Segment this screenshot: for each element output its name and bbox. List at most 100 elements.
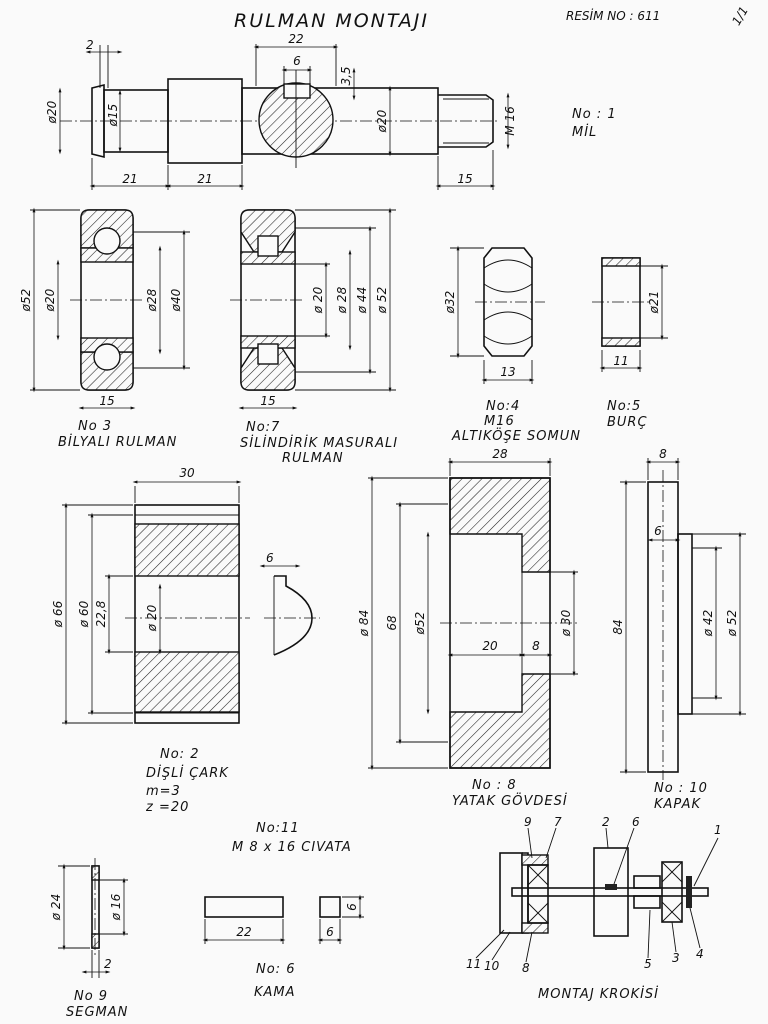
part-6-name: KAMA: [254, 985, 296, 1000]
assembly-title: MONTAJ KROKİSİ: [538, 986, 659, 1002]
dim-d20: ø 20: [311, 286, 325, 314]
dim-d52: ø 52: [375, 287, 389, 314]
dim-d40: ø40: [169, 288, 183, 312]
part-4-hex-nut: ø32 13 No:4 M16 ALTIKÖŞE SOMUN: [443, 245, 581, 444]
dim-d20: ø20: [43, 288, 57, 312]
dim-6-w: 6: [326, 925, 334, 939]
part-7-roller-bearing: ø 20 ø 28 ø 44 ø 52 15 No:7 SİLİNDİRİK M…: [230, 207, 398, 466]
part-5-number: No:5: [607, 399, 641, 414]
part-11-name: M 8 x 16 CIVATA: [232, 840, 352, 855]
part-3-name: BİLYALI RULMAN: [58, 434, 177, 450]
dim-22: 22: [288, 32, 303, 46]
dim-30: 30: [179, 466, 195, 480]
part-4-number: No:4: [486, 399, 520, 414]
sheet-number: RESİM NO : 611: [566, 8, 660, 23]
dim-21-a: 21: [122, 172, 137, 186]
dim-20: 20: [482, 639, 498, 653]
dim-d44: ø 44: [355, 287, 369, 314]
dim-15: 15: [99, 394, 114, 408]
part-2-teeth: z =20: [145, 800, 189, 815]
dim-d52: ø52: [19, 289, 33, 313]
dim-d30: ø 30: [559, 609, 573, 637]
dim-21-b: 21: [197, 172, 212, 186]
dim-8: 8: [532, 639, 540, 653]
dim-d42: ø 42: [701, 610, 715, 637]
part-2-module: m=3: [146, 784, 181, 799]
dim-6-h: 6: [345, 903, 359, 911]
dim-d66: ø 66: [51, 600, 65, 628]
dim-13: 13: [500, 365, 515, 379]
part-1-number: No : 1: [572, 107, 617, 122]
dim-d32: ø32: [443, 291, 457, 315]
dim-d52: ø52: [413, 612, 427, 636]
callout-2: 2: [602, 815, 610, 829]
callout-4: 4: [696, 947, 704, 961]
part-6-number: No: 6: [256, 962, 295, 977]
dim-22-8: 22,8: [94, 600, 108, 627]
part-9-retaining-ring: ø 24 ø 16 2 No 9 SEGMAN: [49, 858, 128, 1020]
dim-d16: ø 16: [109, 893, 123, 921]
dim-d20: ø 20: [145, 604, 159, 632]
part-5-name: BURÇ: [607, 415, 648, 430]
dim-15: 15: [457, 172, 472, 186]
dim-15: 15: [260, 394, 275, 408]
dim-d28: ø 28: [335, 286, 349, 314]
part-5-bushing: ø21 11 No:5 BURÇ: [592, 257, 668, 430]
callout-6: 6: [632, 815, 640, 829]
callout-5: 5: [644, 957, 652, 971]
part-4-spec: M16: [484, 414, 515, 429]
part-1-name: MİL: [572, 124, 597, 140]
part-6-key: 22 6 6 No: 6 KAMA: [202, 894, 364, 1000]
corner-mark: 1/1: [729, 4, 751, 28]
part-3-ball-bearing: ø52 ø20 ø28 ø40 15 No 3 BİLYALI RULMAN: [19, 207, 190, 450]
dim-d24: ø 24: [49, 894, 63, 921]
dim-2: 2: [104, 957, 112, 971]
part-2-name: DİŞLİ ÇARK: [146, 765, 229, 781]
callout-10: 10: [484, 959, 500, 973]
part-8-name: YATAK GÖVDESİ: [452, 792, 568, 809]
dim-22: 22: [236, 925, 251, 939]
part-8-number: No : 8: [472, 778, 517, 793]
dim-3-5: 3,5: [339, 66, 353, 85]
dim-6: 6: [654, 524, 662, 538]
dim-d52: ø 52: [725, 610, 739, 637]
part-7-number: No:7: [246, 420, 280, 435]
part-2-number: No: 2: [160, 747, 199, 762]
part-10-number: No : 10: [654, 781, 708, 796]
part-4-name: ALTIKÖŞE SOMUN: [451, 427, 581, 444]
callout-11: 11: [466, 957, 481, 971]
dim-d21: ø21: [647, 291, 661, 315]
part-10-cover: 8 6 84 ø 42 ø 52 No : 10 KAPAK: [611, 447, 746, 812]
dim-d60: ø 60: [77, 600, 91, 628]
dim-68: 68: [385, 615, 399, 631]
callout-8: 8: [522, 961, 530, 975]
assembly-sketch: 9 7 2 6 1 11 10 8 5 3 4 MONTAJ KROKİSİ: [466, 815, 722, 1002]
dim-keyway-6: 6: [266, 551, 274, 565]
callout-3: 3: [672, 951, 680, 965]
dim-28: 28: [492, 447, 508, 461]
dim-84: 84: [611, 619, 625, 634]
dim-d28: ø28: [145, 288, 159, 312]
part-7-name-2: RULMAN: [282, 451, 344, 466]
part-7-name: SİLİNDİRİK MASURALI: [240, 435, 398, 451]
dim-d15: ø15: [106, 104, 120, 128]
dim-m16: M 16: [503, 106, 517, 136]
part-8-housing: 28 ø 84 68 ø52 20 8 ø 30 No : 8 YATAK GÖ…: [357, 447, 580, 809]
callout-7: 7: [554, 815, 562, 829]
dim-11: 11: [613, 354, 628, 368]
callout-9: 9: [524, 815, 532, 829]
part-11-number: No:11: [256, 821, 300, 836]
dim-6: 6: [293, 54, 301, 68]
part-2-gear: 30 ø 66 ø 60 22,8 ø 20 6 No: 2 DİŞLİ ÇAR…: [51, 466, 320, 815]
dim-d20-right: ø20: [375, 109, 389, 133]
dim-8: 8: [659, 447, 667, 461]
drawing-title: RULMAN MONTAJI: [234, 10, 429, 32]
part-10-name: KAPAK: [654, 797, 702, 812]
part-1-shaft: 2 ø20 ø15 22 6 3,5 ø20 M 16 21 21 15 No …: [45, 32, 617, 190]
part-11-bolt: No:11 M 8 x 16 CIVATA: [232, 821, 352, 855]
dim-d84: ø 84: [357, 610, 371, 637]
part-9-number: No 9: [74, 989, 108, 1004]
callout-1: 1: [714, 823, 722, 837]
part-3-number: No 3: [78, 419, 112, 434]
